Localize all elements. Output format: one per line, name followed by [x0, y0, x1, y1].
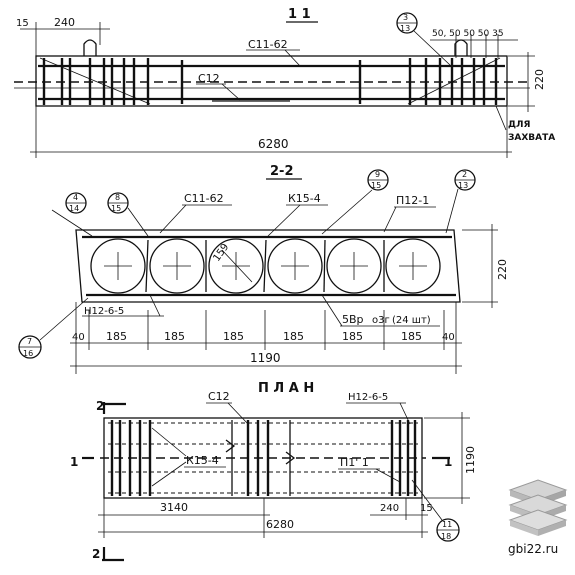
voids: [90, 238, 441, 294]
cut-2-top: 2: [96, 399, 104, 413]
marker-2-13: 2 13: [445, 169, 476, 234]
svg-text:4: 4: [73, 193, 78, 202]
dims-right-top: 50, 50 50 50 35: [432, 29, 504, 39]
end-reinforcement-right: [407, 57, 501, 105]
svg-text:18: 18: [441, 532, 451, 541]
spacing-3: 185: [223, 330, 244, 343]
cut-1-left: 1: [70, 455, 78, 469]
frame-label-c11: С11-62: [248, 38, 288, 51]
svg-text:15: 15: [371, 181, 381, 190]
marker-4-14: 4 14: [51, 192, 93, 237]
svg-text:9: 9: [375, 170, 380, 179]
svg-text:3: 3: [403, 13, 408, 22]
dim-240-top: 240: [54, 16, 75, 29]
plan-view: П Л А Н 2 2 1 1: [70, 381, 477, 562]
spacing-6: 185: [401, 330, 422, 343]
marker-9-15: 9 15: [321, 169, 389, 235]
marker-8-15: 8 15: [107, 192, 149, 237]
svg-text:7: 7: [27, 337, 32, 346]
plan-title: П Л А Н: [258, 381, 314, 396]
cut-2-bottom: 2: [92, 547, 100, 561]
note-o3g: о3г: [372, 315, 390, 326]
svg-text:2: 2: [462, 170, 467, 179]
note-24pcs: (24 шт): [392, 315, 431, 326]
svg-text:13: 13: [458, 181, 468, 190]
section-1-1: 1 1 15 240: [14, 7, 555, 158]
plan-dim-15: 15: [420, 503, 433, 514]
plan-dim-240: 240: [380, 503, 399, 514]
label-c11: С11-62: [184, 192, 224, 205]
section-2-2: 2-2 159 С11-62: [18, 164, 509, 374]
svg-text:15: 15: [111, 204, 121, 213]
svg-text:16: 16: [23, 349, 33, 358]
cut-1-right: 1: [444, 455, 452, 469]
spacing-4: 185: [283, 330, 304, 343]
plan-dim-6280: 6280: [266, 518, 294, 531]
dim-15-top: 15: [16, 18, 29, 29]
spacing-0: 40: [72, 332, 85, 343]
spacing-5: 185: [342, 330, 363, 343]
svg-text:8: 8: [115, 193, 120, 202]
label-k15: К15-4: [288, 192, 321, 205]
lifting-loop-right: [454, 39, 468, 56]
plan-label-c12: С12: [208, 390, 230, 403]
total-length-6280: 6280: [258, 137, 289, 151]
label-p12: П12-1: [396, 194, 429, 207]
section-2-title: 2-2: [270, 164, 294, 179]
svg-text:14: 14: [69, 204, 79, 213]
spacing-2: 185: [164, 330, 185, 343]
svg-text:11: 11: [442, 520, 452, 529]
plan-width-1190: 1190: [464, 446, 477, 474]
height-220-s2: 220: [496, 259, 509, 280]
plan-label-p1: П1' 1: [340, 456, 369, 469]
plan-label-h12: Н12-6-5: [348, 392, 388, 403]
height-220-s1: 220: [533, 69, 546, 90]
lifting-loop-left: [83, 39, 97, 56]
grip-note-1: ДЛЯ: [508, 120, 530, 130]
grip-note-2: ЗАХВАТА: [508, 133, 555, 143]
panel-elevation: [35, 55, 508, 107]
total-width-1190: 1190: [250, 351, 281, 365]
marker-11-18: 11 18: [411, 479, 460, 542]
label-h12: Н12-6-5: [84, 306, 124, 317]
marker-3-13: 3 13: [396, 12, 451, 66]
mesh-label-c12: С12: [198, 72, 220, 85]
spacing-1: 185: [106, 330, 127, 343]
spacing-7: 40: [442, 332, 455, 343]
hole-diameter: 159: [211, 242, 231, 264]
note-5vr: 5Вр: [342, 313, 364, 326]
svg-text:13: 13: [400, 24, 410, 33]
end-reinforcement-left: [39, 57, 151, 105]
slab-cross-section: [75, 229, 461, 303]
plan-label-k15: К15-4: [186, 454, 219, 467]
watermark-text: gbi22.ru: [508, 542, 558, 556]
watermark-logo-icon: [508, 479, 568, 536]
section-1-title: 1 1: [288, 7, 311, 22]
marker-7-16: 7 16: [18, 297, 89, 359]
plan-dim-3140: 3140: [160, 501, 188, 514]
